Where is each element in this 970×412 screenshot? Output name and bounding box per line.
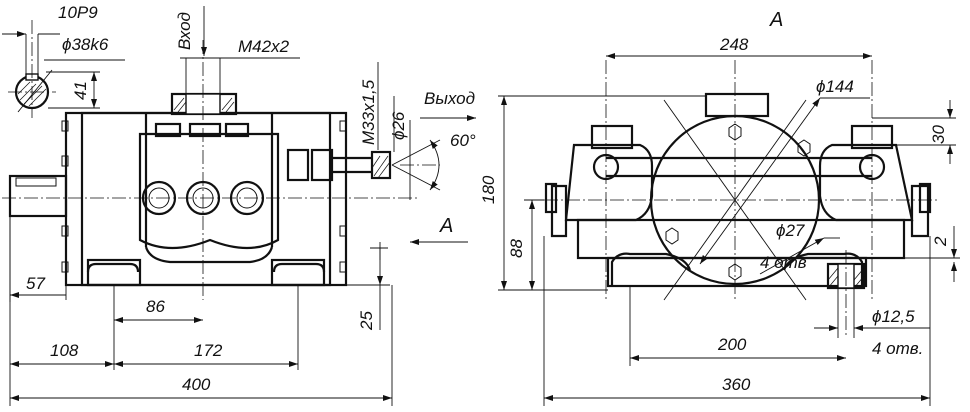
angle-label: 60° — [450, 131, 476, 150]
overall-width-label: 360 — [722, 375, 751, 394]
outlet-thread-label: M33x1,5 — [359, 79, 378, 145]
height-180-label: 180 — [479, 175, 498, 204]
dim-30-label: 30 — [929, 125, 948, 144]
pump-body — [2, 40, 440, 300]
front-view: 10P9 ϕ38k6 41 — [2, 3, 476, 406]
side-view: A — [479, 9, 960, 406]
outlet-diameter-label: ϕ26 — [389, 111, 408, 140]
inlet-label: Вход — [175, 12, 194, 50]
shaft-height-label: 41 — [71, 81, 90, 100]
shaft-section — [2, 20, 125, 118]
circle-diameter-label: ϕ144 — [816, 77, 854, 96]
inlet-thread-label: M42x2 — [238, 37, 290, 56]
shaft-diameter-label: ϕ38k6 — [62, 35, 109, 54]
view-arrow-label: A — [439, 215, 453, 237]
hole-count-label: 4 отв — [760, 253, 807, 272]
width-top-label: 248 — [719, 35, 749, 54]
foot-height-label: 25 — [357, 311, 376, 331]
side-housing — [544, 60, 940, 338]
dim-2-label: 2 — [931, 236, 950, 247]
dim-172-label: 172 — [194, 341, 223, 360]
shaft-offset-label: 57 — [26, 274, 45, 293]
base-spacing-label: 200 — [717, 335, 747, 354]
height-88-label: 88 — [507, 239, 526, 258]
mount-hole-count-label: 4 отв. — [872, 339, 923, 358]
key-label: 10P9 — [58, 3, 98, 22]
dim-108-label: 108 — [50, 341, 79, 360]
view-title: A — [769, 9, 783, 31]
base-foot-label: 86 — [146, 297, 165, 316]
overall-length-label: 400 — [182, 375, 211, 394]
mount-hole-diameter-label: ϕ12,5 — [872, 307, 915, 326]
outlet-label: Выход — [424, 89, 475, 108]
hole-diameter-label: ϕ27 — [776, 221, 805, 240]
